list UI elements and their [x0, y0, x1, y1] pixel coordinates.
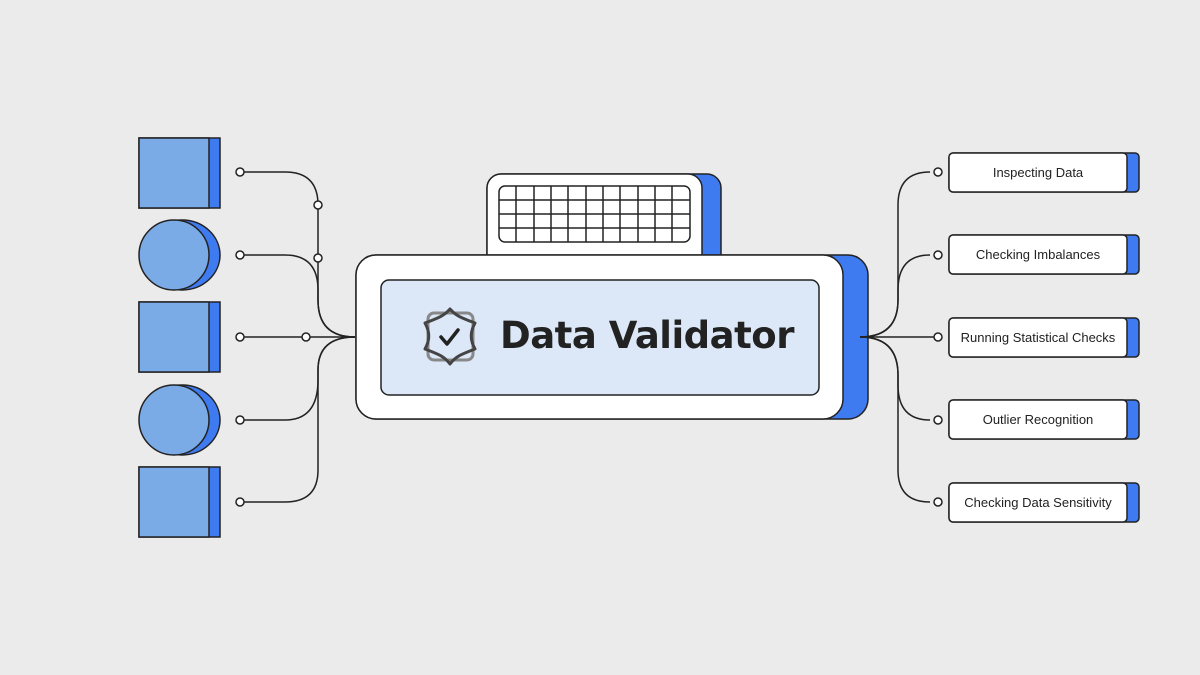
connector-input-2 — [240, 254, 356, 338]
output-connector-nodes — [933, 167, 943, 507]
data-square-icon — [138, 137, 221, 209]
data-square-icon — [138, 466, 221, 538]
output-label-statistical-checks: Running Statistical Checks — [960, 330, 1116, 345]
input-connector-nodes — [235, 167, 323, 507]
table-grid-icon — [498, 185, 691, 243]
data-circle-icon — [138, 219, 221, 291]
connector-input-5 — [240, 336, 356, 503]
output-boxes — [948, 152, 1140, 523]
connector-output-1 — [859, 171, 931, 338]
validator-title: Data Validator — [500, 314, 794, 357]
verified-check-badge-icon — [423, 307, 477, 366]
connector-output-2 — [859, 254, 931, 338]
output-label-inspecting-data: Inspecting Data — [992, 165, 1084, 180]
connector-output-5 — [859, 336, 931, 503]
output-label-checking-imbalances: Checking Imbalances — [975, 247, 1101, 262]
output-connectors — [859, 171, 934, 503]
output-label-data-sensitivity: Checking Data Sensitivity — [964, 495, 1112, 510]
data-square-icon — [138, 301, 221, 373]
input-shapes — [138, 137, 221, 538]
input-connectors — [240, 171, 356, 503]
connector-input-4 — [240, 336, 356, 421]
connector-output-4 — [859, 336, 931, 421]
output-label-outlier-recognition: Outlier Recognition — [982, 412, 1094, 427]
validator-card — [355, 254, 869, 420]
data-circle-icon — [138, 384, 221, 456]
